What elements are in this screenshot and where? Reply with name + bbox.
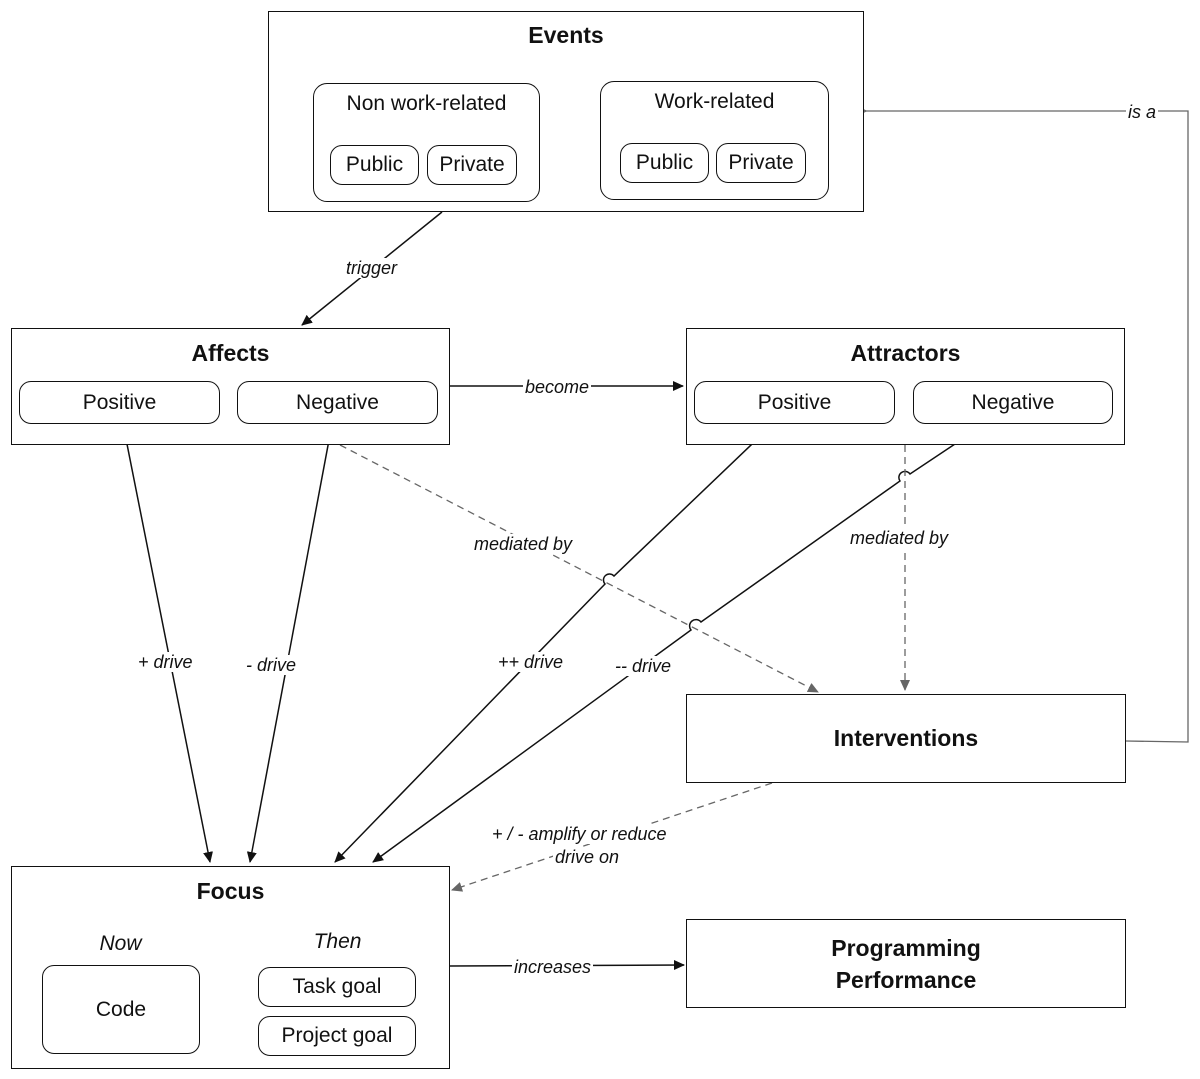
focus-code: Code [42,965,200,1054]
affects-box: Affects Positive Negative [11,328,450,445]
focus-then-label: Then [313,930,362,953]
events-box: Events Non work-related Public Private W… [268,11,864,212]
label-amplify-line1: + / - amplify or reduce [490,824,669,844]
focus-project-goal: Project goal [258,1016,416,1056]
programming-performance-box: Programming Performance [686,919,1126,1008]
label-trigger: trigger [344,258,400,278]
label-become: become [523,377,592,397]
label-minus-drive: - drive [244,655,299,675]
work-related-title: Work-related [654,90,775,113]
attractors-positive: Positive [694,381,895,424]
performance-title-line2: Performance [835,967,977,993]
label-amplify-line2: drive on [553,847,622,867]
affects-negative: Negative [237,381,438,424]
affects-title: Affects [191,340,270,366]
interventions-title: Interventions [833,725,979,751]
non-work-public: Public [330,145,419,185]
events-title: Events [528,22,604,48]
work-private: Private [716,143,806,183]
edge-plus-drive [122,423,213,863]
label-is-a: is a [1126,102,1159,122]
non-work-related-group: Non work-related Public Private [313,83,540,202]
edge-minus-drive [246,423,333,863]
label-minusminus-drive: -- drive [613,656,674,676]
affects-positive: Positive [19,381,220,424]
attractors-negative: Negative [913,381,1113,424]
edge-is-a [866,111,1189,743]
attractors-title: Attractors [850,340,961,366]
label-mediated-by-affects: mediated by [472,534,575,554]
performance-title-line1: Programming [831,935,981,961]
non-work-related-title: Non work-related [346,92,507,115]
label-mediated-by-attractors: mediated by [848,528,951,548]
interventions-box: Interventions [686,694,1126,783]
label-increases: increases [512,957,594,977]
edge-plusplus-drive [334,423,774,863]
label-plus-drive: + drive [136,652,195,672]
focus-now-label: Now [99,932,142,955]
edge-minusminus-drive [372,423,986,863]
focus-title: Focus [196,878,265,904]
attractors-box: Attractors Positive Negative [686,328,1125,445]
focus-box: Focus Now Then Code Task goal Project go… [11,866,450,1069]
work-public: Public [620,143,709,183]
label-plusplus-drive: ++ drive [496,652,566,672]
edge-mediated-affects [339,444,819,693]
non-work-private: Private [427,145,517,185]
work-related-group: Work-related Public Private [600,81,829,200]
focus-task-goal: Task goal [258,967,416,1007]
